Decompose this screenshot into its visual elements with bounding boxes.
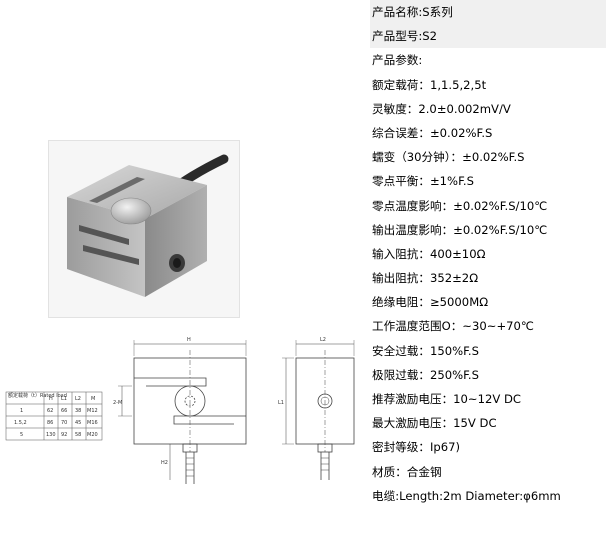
- dim-table-cell: 70: [61, 420, 67, 426]
- spec-output-impedance: 输出阻抗：352±2Ω: [372, 271, 479, 286]
- spec-input-impedance: 输入阻抗：400±10Ω: [372, 246, 486, 261]
- spec-protection: 密封等级：Ip67): [372, 440, 461, 455]
- spec-zero-balance: 零点平衡：±1%F.S: [372, 174, 474, 189]
- dim-table-cell: M20: [87, 432, 98, 438]
- dim-table-cell: M16: [87, 420, 98, 426]
- spec-insulation: 绝缘电阻：≥5000MΩ: [372, 295, 489, 310]
- product-photo: [48, 140, 240, 318]
- spec-safe-overload: 安全过载：150%F.S: [372, 343, 479, 358]
- spec-operating-temp: 工作温度范围O：~30~+70℃: [372, 319, 534, 334]
- spec-cable: 电缆:Length:2m Diameter:φ6mm: [372, 488, 561, 503]
- spec-rated-load: 额定载荷：1,1.5,2,5t: [372, 77, 487, 92]
- dim-table-cell: 1.5,2: [14, 420, 27, 426]
- technical-drawing: 额定载荷（t）Rated load H L1 L2 M 1 62 66 38 M…: [0, 330, 368, 552]
- front-view: [118, 340, 247, 484]
- dim-table-header-m: M: [91, 396, 95, 402]
- dimension-table: [5, 391, 103, 441]
- dim-table-cell: 66: [61, 408, 67, 414]
- spec-output-temp-effect: 输出温度影响：±0.02%F.S/10℃: [372, 222, 548, 237]
- side-view: [282, 340, 355, 480]
- spec-product-name: 产品名称:S系列: [370, 0, 606, 25]
- dim-table-cell: M12: [87, 408, 98, 414]
- spec-material: 材质：合金钢: [372, 464, 442, 479]
- spec-params-heading: 产品参数:: [372, 53, 423, 68]
- dim-table-cell: 92: [61, 432, 67, 438]
- s-load-cell-illustration: [67, 154, 229, 297]
- dim-table-header-load: 额定载荷（t）Rated load: [8, 392, 67, 399]
- dim-table-cell: 130: [46, 432, 56, 438]
- spec-zero-temp-effect: 零点温度影响：±0.02%F.S/10℃: [372, 198, 548, 213]
- dim-label-l1: L1: [278, 400, 284, 406]
- spec-ultimate-overload: 极限过载：250%F.S: [372, 367, 479, 382]
- dim-table-cell: 45: [75, 420, 81, 426]
- spec-model: 产品型号:S2: [370, 24, 606, 49]
- dim-label-l2: L2: [320, 337, 326, 343]
- spec-sensitivity: 灵敏度：2.0±0.002mV/V: [372, 101, 511, 116]
- spec-combined-error: 综合误差：±0.02%F.S: [372, 125, 493, 140]
- dim-label-small: 2-M: [113, 400, 122, 406]
- dim-table-header-h: H: [49, 396, 53, 402]
- spec-creep: 蠕变（30分钟）：±0.02%F.S: [372, 150, 525, 165]
- dim-label-h: H: [187, 337, 191, 343]
- dim-table-header-l1: L1: [61, 396, 67, 402]
- spec-list: 产品名称:S系列 产品型号:S2 产品参数: 额定载荷：1,1.5,2,5t 灵…: [370, 0, 606, 508]
- dim-table-header-l2: L2: [75, 396, 81, 402]
- dim-table-cell: 62: [47, 408, 53, 414]
- dimension-drawing: 额定载荷（t）Rated load H L1 L2 M 1 62 66 38 M…: [5, 337, 355, 484]
- dim-label-h2: H2: [161, 460, 168, 466]
- dim-table-cell: 38: [75, 408, 81, 414]
- spec-recommended-voltage: 推荐激励电压：10~12V DC: [372, 392, 522, 406]
- dim-table-cell: 58: [75, 432, 81, 438]
- spec-max-voltage: 最大激励电压：15V DC: [372, 416, 497, 431]
- dim-table-cell: 5: [20, 432, 23, 438]
- dim-table-cell: 86: [47, 420, 53, 426]
- dim-table-cell: 1: [20, 408, 23, 414]
